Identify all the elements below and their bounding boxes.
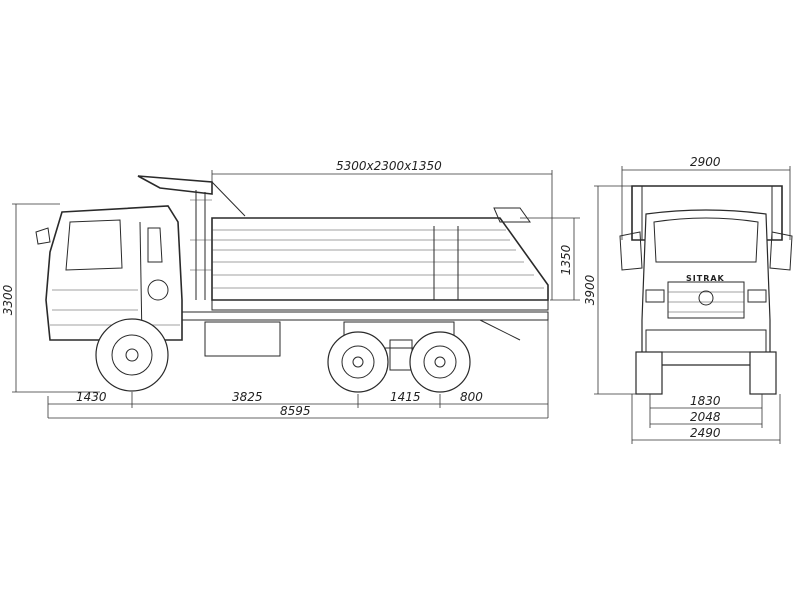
front-wheel bbox=[95, 318, 169, 392]
side-wheels bbox=[95, 318, 471, 393]
overall-length-label: 8595 bbox=[280, 404, 311, 418]
cab bbox=[35, 205, 183, 341]
front-top-width-label: 2900 bbox=[690, 155, 721, 169]
side-height-label: 3300 bbox=[1, 284, 15, 315]
body-size-label: 5300x2300x1350 bbox=[336, 159, 442, 173]
track-width-label: 1830 bbox=[690, 394, 721, 408]
side-dimensions: 5300x2300x1350 3300 1350 1430 3825 1415 … bbox=[1, 159, 580, 419]
front-overhang-label: 1430 bbox=[76, 390, 107, 404]
overall-width-label: 2490 bbox=[690, 426, 721, 440]
front-view-wheels bbox=[635, 351, 777, 395]
front-view: SITRAK 2900 3900 1830 2048 bbox=[583, 155, 793, 444]
body-height-label: 1350 bbox=[559, 244, 573, 275]
grille-brand-text: SITRAK bbox=[686, 274, 725, 283]
wheel-span-label: 2048 bbox=[690, 410, 721, 424]
front-cab: SITRAK bbox=[619, 209, 793, 366]
wheelbase-rear-label: 1415 bbox=[390, 390, 421, 404]
dump-body bbox=[137, 175, 549, 311]
side-view: 5300x2300x1350 3300 1350 1430 3825 1415 … bbox=[1, 159, 580, 419]
front-dimensions: 2900 3900 1830 2048 2490 bbox=[583, 155, 791, 444]
rear-wheel-1 bbox=[327, 331, 389, 393]
rear-wheel-2 bbox=[409, 331, 471, 393]
wheelbase-front-label: 3825 bbox=[232, 390, 263, 404]
front-height-label: 3900 bbox=[583, 274, 597, 305]
rear-overhang-label: 800 bbox=[460, 390, 483, 404]
